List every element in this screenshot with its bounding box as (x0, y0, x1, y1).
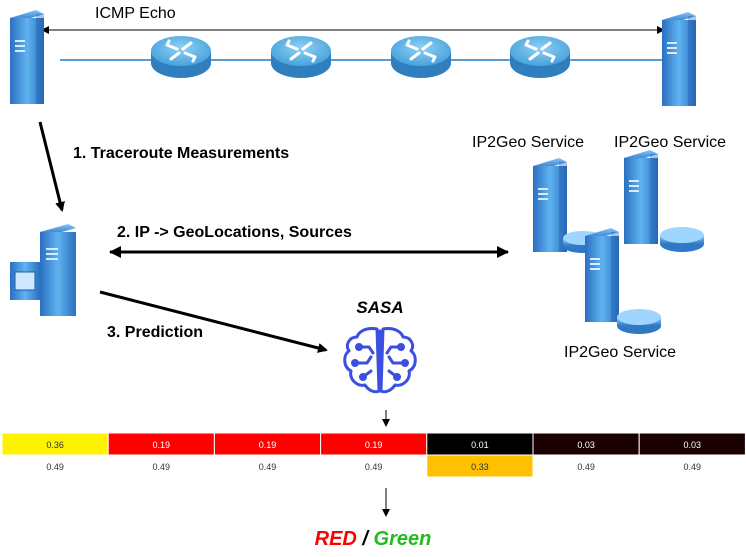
score-bottom-value: 0.49 (153, 462, 171, 472)
service-label-c: IP2Geo Service (564, 344, 676, 361)
geo-service-c-icon (585, 228, 661, 334)
score-bottom-value: 0.49 (46, 462, 64, 472)
result-separator: / (356, 528, 374, 550)
router-icon (391, 36, 451, 78)
geo-service-b-icon (624, 150, 704, 252)
result-green-label: Green (373, 528, 432, 550)
score-bottom-value: 0.33 (471, 462, 489, 472)
source-server-icon (10, 10, 44, 104)
service-label-b: IP2Geo Service (614, 134, 726, 151)
step1-arrow (38, 121, 65, 212)
score-top-value: 0.19 (153, 440, 171, 450)
sasa-title: SASA (356, 298, 404, 317)
result-red-label: RED (314, 528, 357, 550)
step3-label: 3. Prediction (107, 324, 203, 341)
score-top-value: 0.19 (259, 440, 277, 450)
score-bottom-cell (638, 454, 746, 478)
icmp-label: ICMP Echo (95, 5, 176, 22)
score-bottom-value: 0.49 (577, 462, 595, 472)
score-top-value: 0.19 (365, 440, 383, 450)
score-top-value: 0.03 (577, 440, 595, 450)
step1-label: 1. Traceroute Measurements (73, 145, 289, 162)
router-icon (510, 36, 570, 78)
score-top-value: 0.01 (471, 440, 489, 450)
workstation-icon (10, 224, 76, 316)
score-bottom-value: 0.49 (259, 462, 277, 472)
score-table: 0.36 0.19 0.19 0.19 0.01 0.03 0.03 0.49 0.49 0.49… (1, 432, 746, 478)
step3-arrow (99, 290, 328, 353)
score-top-value: 0.36 (46, 440, 64, 450)
sasa-brain-icon (343, 327, 417, 394)
service-label-a: IP2Geo Service (472, 134, 584, 151)
prediction-result: RED / Green (0, 528, 746, 551)
router-icon (151, 36, 211, 78)
score-bottom-value: 0.49 (365, 462, 383, 472)
step2-label: 2. IP -> GeoLocations, Sources (117, 224, 352, 241)
score-top-value: 0.03 (684, 440, 702, 450)
target-server-icon (662, 12, 696, 106)
score-bottom-value: 0.49 (684, 462, 702, 472)
router-icon (271, 36, 331, 78)
